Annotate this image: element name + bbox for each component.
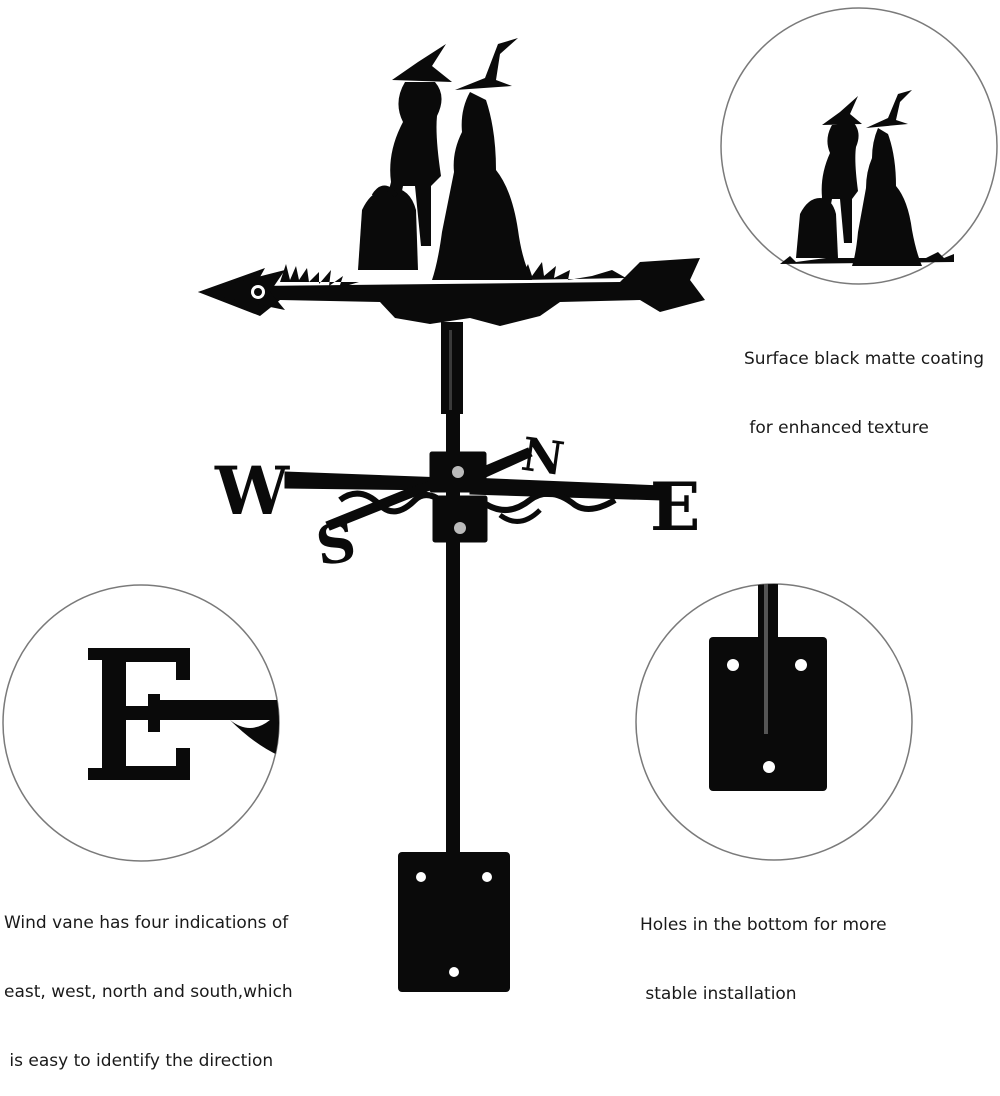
plate-closeup (709, 584, 827, 791)
directions-caption-line: east, west, north and south,which (4, 982, 293, 1002)
witches-closeup (780, 90, 954, 266)
direction-letter-detail-circle (2, 584, 280, 862)
compass-arms (284, 447, 663, 543)
coating-caption-line: for enhanced texture (744, 418, 929, 438)
witches-silhouette (358, 38, 532, 280)
mounting-plate (398, 852, 510, 992)
coating-caption: Surface black matte coating for enhanced… (744, 302, 984, 463)
directions-caption-line: Wind vane has four indications of (4, 913, 289, 933)
directions-caption-line: is easy to identify the direction (4, 1051, 274, 1071)
coating-caption-line: Surface black matte coating (744, 349, 984, 369)
mounting-caption-line: Holes in the bottom for more (640, 915, 887, 935)
mounting-caption-line: stable installation (640, 984, 797, 1004)
compass-letter-west: W (214, 452, 290, 530)
mounting-caption: Holes in the bottom for more stable inst… (640, 868, 887, 1029)
weathervane-illustration: W E S N (198, 38, 705, 992)
compass-letter-east: E (650, 468, 700, 546)
compass-letter-north: N (518, 427, 567, 486)
letter-e-closeup (88, 648, 279, 780)
coating-detail-circle (720, 7, 998, 285)
directions-caption: Wind vane has four indications of east, … (4, 866, 293, 1096)
mounting-detail-circle (635, 583, 913, 861)
compass-letter-south: S (312, 509, 360, 578)
arrow-vane (198, 258, 705, 326)
